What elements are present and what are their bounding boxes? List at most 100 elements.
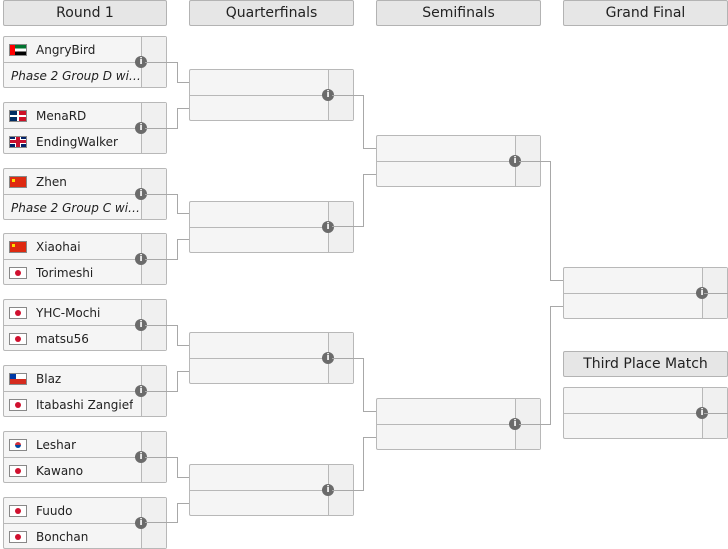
player-row[interactable]: Phase 2 Group D winner [4, 63, 142, 88]
flag-jp-icon [9, 332, 27, 345]
connector-line [177, 371, 178, 391]
info-icon[interactable]: i [135, 451, 147, 463]
info-icon[interactable]: i [135, 517, 147, 529]
info-icon[interactable]: i [135, 188, 147, 200]
connector-line [177, 503, 178, 522]
quarterfinal-match-4[interactable]: i [189, 464, 354, 516]
match-slot-bottom [564, 414, 703, 439]
connector-line [519, 424, 551, 425]
flag-cl-icon [9, 372, 27, 385]
player-row[interactable]: Xiaohai [4, 234, 142, 259]
connector-line [177, 82, 189, 83]
info-icon[interactable]: i [135, 319, 147, 331]
flag-jp-icon [9, 266, 27, 279]
info-icon[interactable]: i [322, 89, 334, 101]
player-row[interactable]: Zhen [4, 169, 142, 194]
placeholder-label: Phase 2 Group C winner [11, 200, 141, 215]
flag-kr-icon [9, 438, 27, 451]
player-row[interactable]: Bonchan [4, 524, 142, 549]
semifinal-match-1[interactable]: i [376, 135, 541, 187]
connector-line [145, 259, 178, 260]
match-slot-bottom [190, 228, 329, 253]
match-slot-top [377, 136, 516, 161]
connector-line [177, 194, 178, 213]
match-slot-bottom [377, 162, 516, 187]
info-icon[interactable]: i [322, 221, 334, 233]
connector-line [145, 457, 178, 458]
info-icon[interactable]: i [322, 484, 334, 496]
match-slot-bottom [564, 294, 703, 319]
connector-line [332, 490, 364, 491]
info-icon[interactable]: i [696, 407, 708, 419]
quarterfinal-match-2[interactable]: i [189, 201, 354, 253]
player-name: Bonchan [36, 529, 89, 544]
match-divider [4, 194, 166, 195]
connector-line [177, 477, 189, 478]
match-slot-top [190, 465, 329, 490]
match-slot-bottom [377, 425, 516, 450]
connector-line [177, 108, 178, 128]
connector-line [177, 213, 189, 214]
player-row[interactable]: Fuudo [4, 498, 142, 523]
third-place-header: Third Place Match [563, 351, 728, 377]
match-slot-bottom [190, 96, 329, 121]
connector-line [145, 62, 178, 63]
player-row[interactable]: Itabashi Zangief [4, 392, 142, 417]
flag-jp-icon [9, 530, 27, 543]
info-icon[interactable]: i [509, 418, 521, 430]
info-icon[interactable]: i [322, 352, 334, 364]
connector-line [550, 280, 563, 281]
connector-line [704, 293, 728, 294]
player-row[interactable]: Leshar [4, 432, 142, 457]
player-name: YHC-Mochi [36, 305, 101, 320]
semifinals-header: Semifinals [376, 0, 541, 26]
player-row[interactable]: Kawano [4, 458, 142, 483]
player-row[interactable]: Torimeshi [4, 260, 142, 285]
placeholder-label: Phase 2 Group D winner [11, 68, 141, 83]
player-row[interactable]: YHC-Mochi [4, 300, 142, 325]
connector-line [550, 161, 551, 280]
flag-jp-icon [9, 504, 27, 517]
player-row[interactable]: Phase 2 Group C winner [4, 195, 142, 220]
player-row[interactable]: matsu56 [4, 326, 142, 351]
info-icon[interactable]: i [509, 155, 521, 167]
semifinal-match-2[interactable]: i [376, 398, 541, 450]
quarterfinal-match-3[interactable]: i [189, 332, 354, 384]
match-slot-top [564, 388, 703, 413]
player-row[interactable]: EndingWalker [4, 129, 142, 154]
info-icon[interactable]: i [135, 385, 147, 397]
info-icon[interactable]: i [135, 56, 147, 68]
round1-header: Round 1 [3, 0, 167, 26]
match-slot-bottom [190, 491, 329, 516]
match-divider [564, 293, 727, 294]
connector-line [177, 239, 178, 259]
flag-gb-icon [9, 135, 27, 148]
match-slot-top [190, 202, 329, 227]
player-row[interactable]: MenaRD [4, 103, 142, 128]
connector-line [177, 108, 189, 109]
match-slot-top [377, 399, 516, 424]
round1-match[interactable]: YHC-Mochi matsu56 i [3, 299, 167, 351]
connector-line [363, 437, 376, 438]
player-row[interactable]: Blaz [4, 366, 142, 391]
match-divider [4, 325, 166, 326]
info-icon[interactable]: i [696, 287, 708, 299]
connector-line [145, 325, 178, 326]
info-icon[interactable]: i [135, 253, 147, 265]
connector-line [177, 62, 178, 82]
connector-line [177, 325, 178, 345]
player-row[interactable]: AngryBird [4, 37, 142, 62]
player-name: matsu56 [36, 331, 89, 346]
connector-line [145, 128, 178, 129]
info-icon[interactable]: i [135, 122, 147, 134]
match-divider [4, 259, 166, 260]
connector-line [519, 161, 551, 162]
quarterfinal-match-1[interactable]: i [189, 69, 354, 121]
